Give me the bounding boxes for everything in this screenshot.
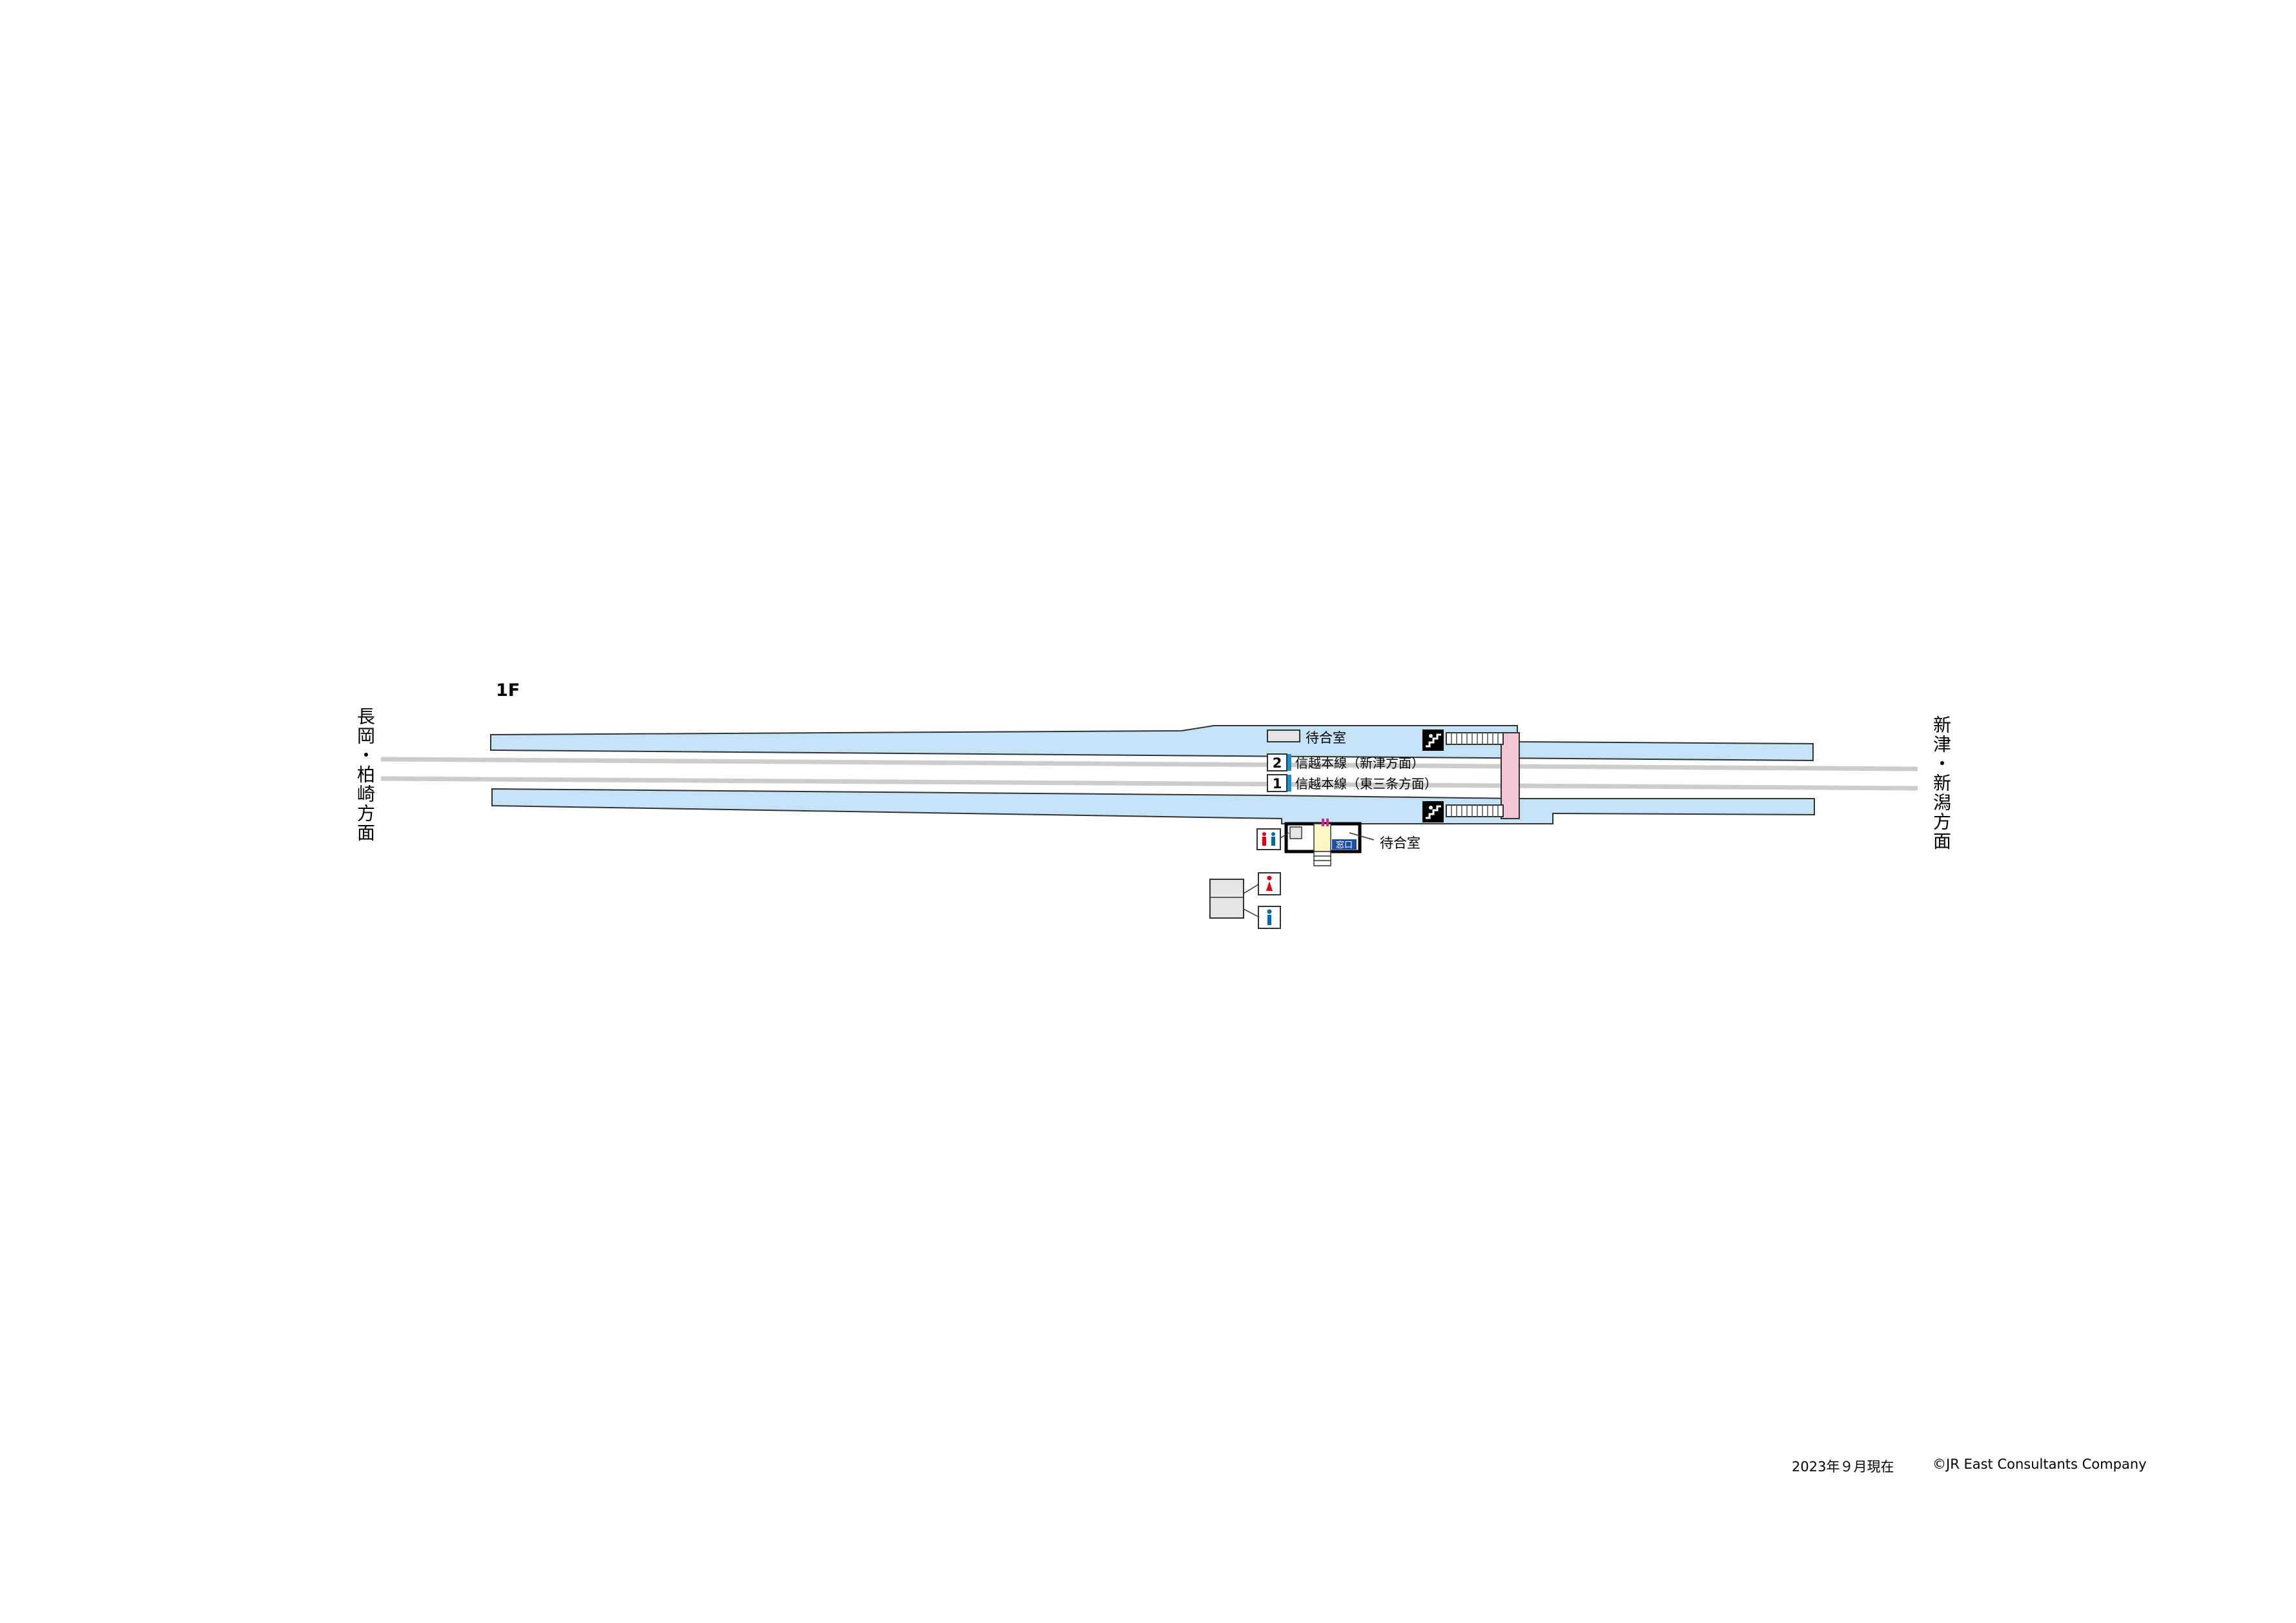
entrance-steps xyxy=(1313,851,1331,866)
track-1-number: 1 xyxy=(1273,776,1282,791)
track-2-number: 2 xyxy=(1273,755,1282,771)
track-2-label: 信越本線（新津方面） xyxy=(1295,755,1424,771)
stairs-bottom xyxy=(1446,804,1504,817)
ticket-gate xyxy=(1326,819,1329,826)
direction-right: 新津・新潟方面 xyxy=(1931,715,1952,851)
waiting-room-top-label: 待合室 xyxy=(1306,730,1346,746)
track-2-rail xyxy=(380,757,1918,771)
track-1-rail xyxy=(380,776,1918,791)
track-1-accent xyxy=(1287,775,1291,791)
date-note: 2023年９月現在 xyxy=(1792,1459,1894,1475)
upper-platform xyxy=(490,725,1814,762)
waiting-room-bottom-label: 待合室 xyxy=(1380,835,1420,851)
waiting-room-top-box xyxy=(1267,730,1300,742)
ticket-gate xyxy=(1322,819,1324,826)
ticket-office-box xyxy=(1332,839,1357,850)
floor-label: 1F xyxy=(496,680,520,700)
restroom-building xyxy=(1209,879,1244,919)
direction-left: 長岡・柏崎方面 xyxy=(354,707,376,842)
track-2-number-box xyxy=(1267,753,1287,771)
female-restroom-icon xyxy=(1258,872,1281,895)
copyright: ©JR East Consultants Company xyxy=(1932,1456,2147,1472)
stairs-top xyxy=(1446,732,1504,745)
overpass xyxy=(1501,732,1520,819)
ticket-office-label: 窓口 xyxy=(1336,840,1353,850)
stairs-icon xyxy=(1422,801,1444,822)
track-2-accent xyxy=(1287,754,1291,771)
male-restroom-icon xyxy=(1258,906,1281,929)
track-1-label: 信越本線（東三条方面） xyxy=(1295,776,1437,791)
stairs-icon xyxy=(1422,730,1444,751)
waiting-room-bottom-box xyxy=(1313,823,1331,852)
lower-platform xyxy=(491,788,1815,824)
building-room xyxy=(1289,826,1302,839)
restroom-icon xyxy=(1256,828,1281,850)
track-1-number-box xyxy=(1267,774,1287,792)
